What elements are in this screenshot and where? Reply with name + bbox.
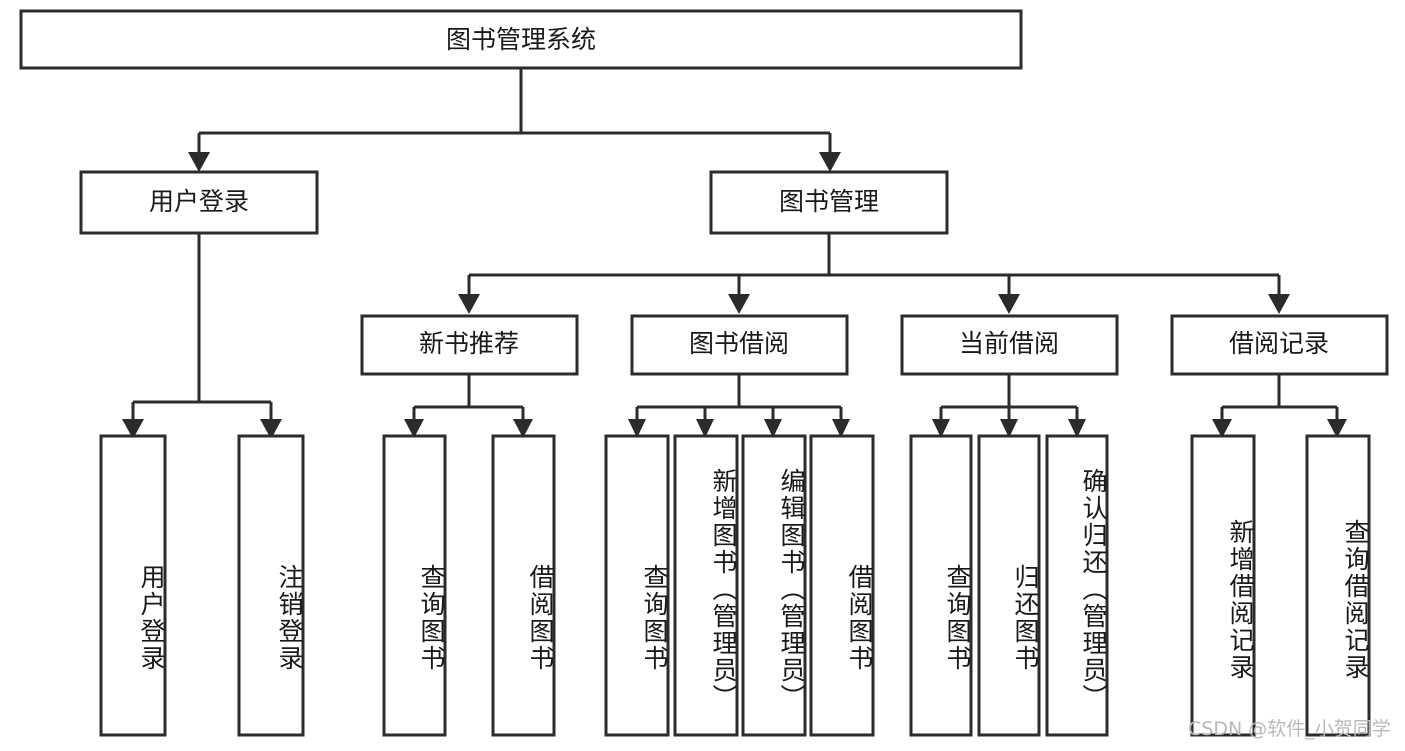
arrowhead-icon [260, 419, 282, 439]
node-book-borrow[interactable]: 图书借阅 [630, 314, 849, 376]
node-root-label: 图书管理系统 [446, 25, 596, 54]
node-root[interactable]: 图书管理系统 [19, 9, 1023, 70]
leaf-box-borrow-book-2[interactable] [809, 434, 875, 737]
arrowhead-icon [764, 419, 782, 438]
leaf-box-confirm-return[interactable] [1045, 434, 1109, 737]
arrowhead-icon [1327, 419, 1347, 438]
node-book-borrow-label: 图书借阅 [689, 329, 789, 358]
connector-root-bus [197, 69, 832, 155]
arrowhead-icon [832, 419, 850, 438]
node-new-book-recommend-label: 新书推荐 [419, 329, 519, 358]
leaf-box-query-book-1[interactable] [382, 434, 447, 737]
arrowhead-icon [188, 152, 210, 172]
arrowhead-icon [458, 294, 480, 314]
leaf-box-layer[interactable] [99, 434, 1371, 737]
node-book-manage-box[interactable] [709, 170, 949, 235]
node-new-book-recommend[interactable]: 新书推荐 [360, 314, 579, 376]
connector-user-login-bus [131, 233, 273, 422]
arrowhead-layer [122, 152, 1347, 439]
leaf-box-return-book[interactable] [977, 434, 1041, 737]
node-root-box[interactable] [19, 9, 1023, 70]
leaf-box-query-record[interactable] [1305, 434, 1371, 737]
arrowhead-icon [728, 294, 750, 314]
arrowhead-icon [628, 419, 646, 438]
leaf-box-user-login[interactable] [99, 434, 167, 737]
node-borrow-record-label: 借阅记录 [1229, 329, 1329, 358]
node-current-borrow[interactable]: 当前借阅 [900, 314, 1119, 376]
leaf-box-edit-book[interactable] [741, 434, 807, 737]
arrowhead-icon [696, 419, 714, 438]
node-borrow-record-box[interactable] [1170, 314, 1389, 376]
arrowhead-icon [122, 419, 144, 439]
arrowhead-icon [1268, 294, 1290, 314]
node-borrow-record[interactable]: 借阅记录 [1170, 314, 1389, 376]
csdn-watermark: CSDN @软件_小贺同学 [1188, 718, 1391, 740]
leaf-box-add-book[interactable] [673, 434, 739, 737]
connector-layer [131, 69, 1339, 422]
connector-book-manage-bus [467, 233, 1281, 297]
node-user-login-label: 用户登录 [149, 187, 249, 216]
node-current-borrow-box[interactable] [900, 314, 1119, 376]
arrowhead-icon [819, 152, 841, 172]
node-book-borrow-box[interactable] [630, 314, 849, 376]
leaf-box-query-book-3[interactable] [909, 434, 973, 737]
arrowhead-icon [932, 419, 950, 438]
connector-current-borrow-bus [939, 374, 1079, 422]
connector-book-borrow-bus [635, 374, 843, 422]
leaf-box-borrow-book-1[interactable] [491, 434, 556, 737]
connector-borrow-record-bus [1220, 374, 1339, 422]
leaf-box-logout-login[interactable] [237, 434, 305, 737]
arrowhead-icon [1000, 419, 1018, 438]
arrowhead-icon [1212, 419, 1232, 438]
leaf-box-add-record[interactable] [1190, 434, 1256, 737]
node-current-borrow-label: 当前借阅 [959, 329, 1059, 358]
leaf-box-query-book-2[interactable] [604, 434, 670, 737]
node-user-login-box[interactable] [79, 170, 319, 235]
arrowhead-icon [513, 419, 533, 438]
connector-new-book-bus [412, 374, 525, 422]
arrowhead-icon [998, 294, 1020, 314]
node-new-book-recommend-box[interactable] [360, 314, 579, 376]
node-user-login[interactable]: 用户登录 [79, 170, 319, 235]
node-book-manage-label: 图书管理 [779, 187, 879, 216]
node-book-manage[interactable]: 图书管理 [709, 170, 949, 235]
arrowhead-icon [1068, 419, 1086, 438]
arrowhead-icon [404, 419, 424, 438]
